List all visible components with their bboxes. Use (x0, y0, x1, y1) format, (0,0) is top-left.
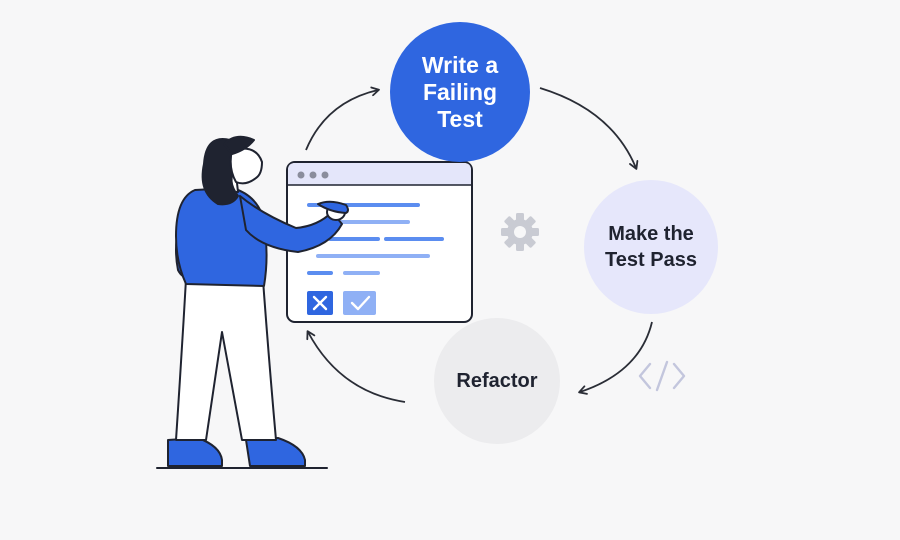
gear-icon (501, 213, 539, 251)
window-dot (321, 171, 329, 179)
pants (175, 261, 277, 441)
pass-checkbox (343, 291, 376, 315)
code-brackets-icon (638, 360, 686, 392)
arrow-step2-to-step3 (578, 321, 653, 395)
check-icon (350, 295, 371, 311)
window-dot (297, 171, 305, 179)
window-titlebar (288, 163, 471, 185)
step-make-test-pass: Make the Test Pass (584, 180, 718, 314)
step-refactor: Refactor (434, 318, 560, 444)
pen-icon (317, 200, 349, 214)
arrow-step1-to-step2 (539, 87, 639, 170)
close-icon (312, 295, 328, 311)
step-write-failing-test: Write a Failing Test (390, 22, 530, 162)
window-dot (309, 171, 317, 179)
hair-top (223, 135, 255, 155)
person-illustration (156, 135, 349, 469)
arrow-window-to-step1 (305, 86, 380, 151)
left-shoe (167, 437, 223, 467)
code-lines (307, 203, 444, 275)
arrow-step3-to-window (306, 330, 406, 403)
face (229, 147, 263, 185)
right-shoe (245, 437, 306, 467)
